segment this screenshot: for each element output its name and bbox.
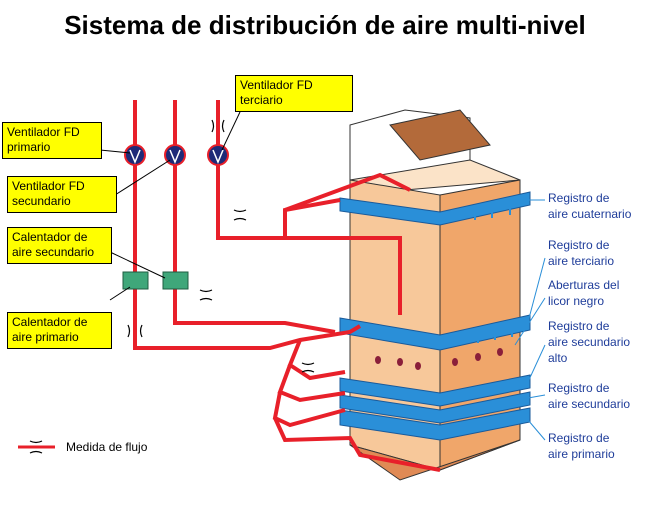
label-registro-secundario-alto: Registro de aire secundario alto: [548, 319, 631, 365]
register-leader-lines: [514, 199, 546, 441]
label-registro-secundario: Registro de aire secundario: [548, 381, 631, 411]
heater-primario: [122, 271, 149, 290]
fan-secundario: [164, 144, 186, 166]
nozzle-ticks: [474, 207, 513, 343]
register-band-secundario: [339, 391, 531, 424]
callout-cal-secundario: Calentador de aire secundario: [7, 227, 112, 264]
callout-fd-primario: Ventilador FD primario: [2, 122, 102, 159]
register-band-secundario-alto: [339, 374, 531, 407]
legend-flow-symbol: [18, 440, 55, 454]
label-registro-terciario: Registro de aire terciario: [548, 238, 615, 268]
fan-terciario: [207, 144, 229, 166]
label-registro-primario: Registro de aire primario: [548, 431, 615, 461]
callout-cal-primario: Calentador de aire primario: [7, 312, 112, 349]
legend-flow-label: Medida de flujo: [66, 440, 148, 454]
black-liquor-openings: [375, 348, 503, 370]
leader-lines: [99, 111, 241, 301]
air-ducts: [133, 100, 441, 472]
callout-fd-terciario: Ventilador FD terciario: [235, 75, 353, 112]
callout-fd-secundario: Ventilador FD secundario: [7, 176, 117, 213]
label-registro-cuaternario: Registro de aire cuaternario: [548, 191, 632, 221]
fan-primario: [124, 144, 146, 166]
diagram-title: Sistema de distribución de aire multi-ni…: [64, 10, 586, 40]
heater-secundario: [162, 271, 189, 290]
label-aberturas-licor: Aberturas del licor negro: [548, 278, 620, 308]
register-band-cuaternario: [339, 191, 531, 226]
flow-measure-symbols: [127, 119, 315, 373]
